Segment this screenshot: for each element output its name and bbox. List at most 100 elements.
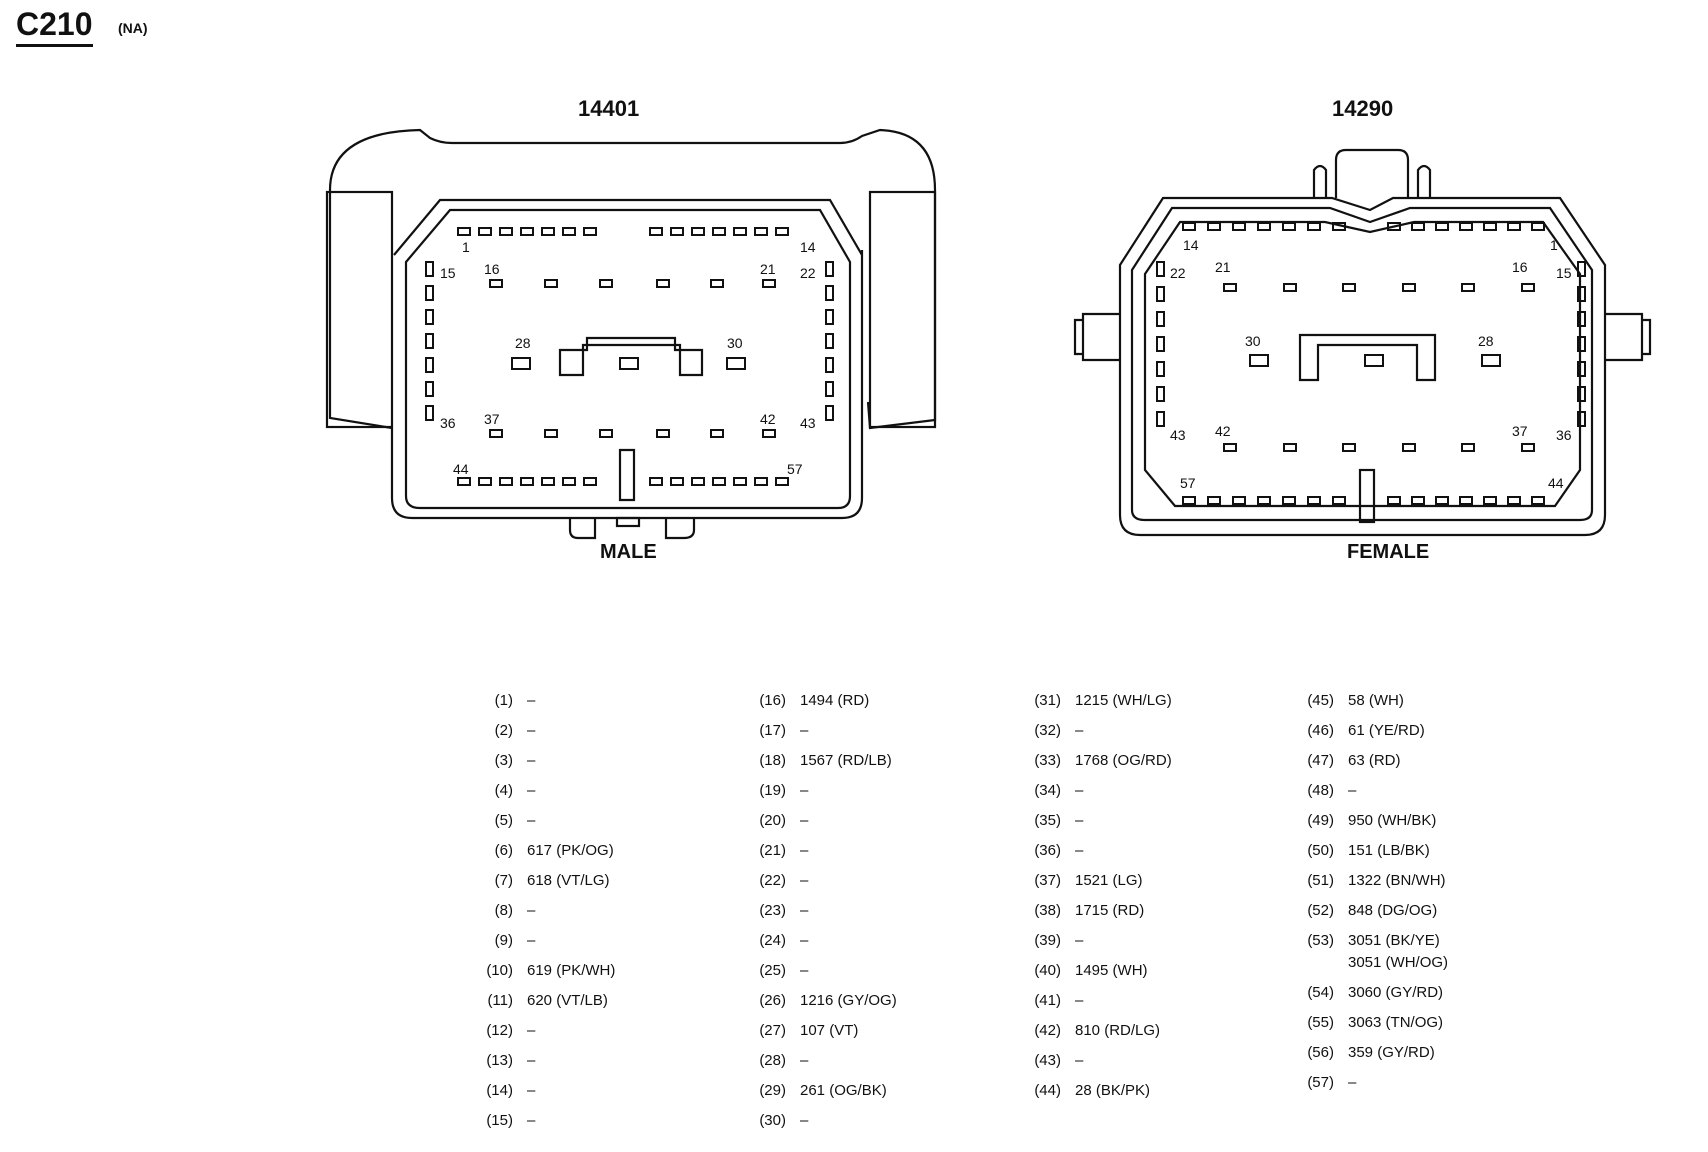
female-pin-cavity: [1577, 336, 1586, 352]
female-connector-body: [1073, 148, 1652, 537]
female-pin-cavity: [1307, 222, 1321, 231]
male-pin-cavity: [825, 405, 834, 421]
pin-list-item: (27)107 (VT): [738, 1022, 988, 1052]
female-pin-cavity: [1483, 222, 1497, 231]
wire-circuit: –: [527, 722, 536, 739]
pin-number: (21): [759, 842, 786, 859]
pin-list-item: (15)–: [465, 1112, 715, 1142]
female-pin-cavity: [1207, 496, 1221, 505]
female-pin-cavity: [1531, 222, 1545, 231]
female-pin-cavity: [1156, 361, 1165, 377]
wire-circuit: –: [527, 692, 536, 709]
wire-circuit: 61 (YE/RD): [1348, 722, 1425, 739]
pin-number: (20): [759, 812, 786, 829]
female-pin-cavity: [1577, 361, 1586, 377]
female-pin-cavity: [1507, 222, 1521, 231]
male-pin-label: 57: [787, 461, 803, 477]
female-pin-cavity: [1435, 222, 1449, 231]
pin-list-item: (11) 620 (VT/LB): [465, 992, 715, 1022]
pin-list-item: (46) 61 (YE/RD): [1286, 722, 1536, 752]
male-pin-cavity: [583, 227, 597, 236]
pin-number: (32): [1034, 722, 1061, 739]
wire-circuit: –: [527, 1112, 536, 1129]
pin-number: (37): [1034, 872, 1061, 889]
wire-circuit: –: [1075, 1052, 1084, 1069]
pin-list-item: (3)–: [465, 752, 715, 782]
pin-list-item: (23)–: [738, 902, 988, 932]
wire-circuit: –: [1348, 1074, 1357, 1091]
wire-circuit: 58 (WH): [1348, 692, 1404, 709]
female-pin-cavity: [1577, 261, 1586, 277]
female-pin-cavity: [1577, 286, 1586, 302]
pin-list-column-2: (16)1494 (RD)(17)–(18)1567 (RD/LB)(19)–(…: [738, 692, 988, 1142]
pin-number: (30): [759, 1112, 786, 1129]
female-pin-cavity: [1282, 222, 1296, 231]
pin-number: (46): [1307, 722, 1334, 739]
male-pin-cavity: [511, 357, 531, 370]
wire-circuit: –: [800, 902, 809, 919]
pin-list-item: (17)–: [738, 722, 988, 752]
wire-circuit: 151 (LB/BK): [1348, 842, 1430, 859]
pin-number: (17): [759, 722, 786, 739]
pin-number: (11): [487, 992, 513, 1009]
pin-number: (45): [1307, 692, 1334, 709]
female-pin-label: 30: [1245, 333, 1261, 349]
male-pin-cavity: [710, 429, 724, 438]
pin-number: (8): [494, 902, 513, 919]
wire-circuit: 620 (VT/LB): [527, 992, 608, 1009]
pin-number: (43): [1034, 1052, 1061, 1069]
male-pin-cavity: [825, 285, 834, 301]
pin-list-item: (38)1715 (RD): [1013, 902, 1263, 932]
female-pin-label: 37: [1512, 423, 1528, 439]
pin-list-item: (42)810 (RD/LG): [1013, 1022, 1263, 1052]
pin-number: (6): [494, 842, 513, 859]
pin-number: (53): [1307, 932, 1334, 949]
pin-number: (23): [759, 902, 786, 919]
male-pin-label: 22: [800, 265, 816, 281]
male-pin-cavity: [599, 279, 613, 288]
female-pin-label: 42: [1215, 423, 1231, 439]
pin-list-item: (40)1495 (WH): [1013, 962, 1263, 992]
female-pin-cavity: [1156, 411, 1165, 427]
pin-list-item: (20)–: [738, 812, 988, 842]
female-pin-cavity: [1182, 496, 1196, 505]
female-pin-cavity: [1283, 283, 1297, 292]
male-pin-cavity: [754, 227, 768, 236]
male-pin-label: 37: [484, 411, 500, 427]
male-part-number: 14401: [578, 96, 640, 121]
wire-circuit: –: [527, 902, 536, 919]
pin-list-item: (43)–: [1013, 1052, 1263, 1082]
wire-circuit: –: [1075, 782, 1084, 799]
wire-circuit: 1521 (LG): [1075, 872, 1143, 889]
female-pin-cavity: [1156, 311, 1165, 327]
male-pin-cavity: [544, 429, 558, 438]
female-pin-cavity: [1207, 222, 1221, 231]
male-pin-cavity: [425, 357, 434, 373]
pin-list-item: (25)–: [738, 962, 988, 992]
male-gender-label: MALE: [600, 541, 657, 563]
wire-circuit: –: [1075, 722, 1084, 739]
male-pin-cavity: [754, 477, 768, 486]
male-pin-cavity: [499, 477, 513, 486]
wire-circuit: –: [1075, 992, 1084, 1009]
female-pin-cavity: [1223, 283, 1237, 292]
female-pin-cavity: [1411, 222, 1425, 231]
female-pin-cavity: [1342, 443, 1356, 452]
wire-circuit: –: [800, 1112, 809, 1129]
female-pin-cavity: [1387, 496, 1401, 505]
male-pin-label: 43: [800, 415, 816, 431]
pin-number: (51): [1307, 872, 1334, 889]
wire-circuit: 1215 (WH/LG): [1075, 692, 1172, 709]
male-pin-cavity: [425, 405, 434, 421]
pin-list-item: (51)1322 (BN/WH): [1286, 872, 1536, 902]
female-pin-cavity: [1332, 496, 1346, 505]
pin-list-item: (35)–: [1013, 812, 1263, 842]
female-pin-cavity: [1461, 443, 1475, 452]
female-pin-cavity: [1521, 283, 1535, 292]
pin-list-item: (41)–: [1013, 992, 1263, 1022]
pin-list-item: (34)–: [1013, 782, 1263, 812]
male-pin-cavity: [825, 357, 834, 373]
male-pin-label: 16: [484, 261, 500, 277]
male-pin-cavity: [520, 227, 534, 236]
female-pin-cavity: [1507, 496, 1521, 505]
